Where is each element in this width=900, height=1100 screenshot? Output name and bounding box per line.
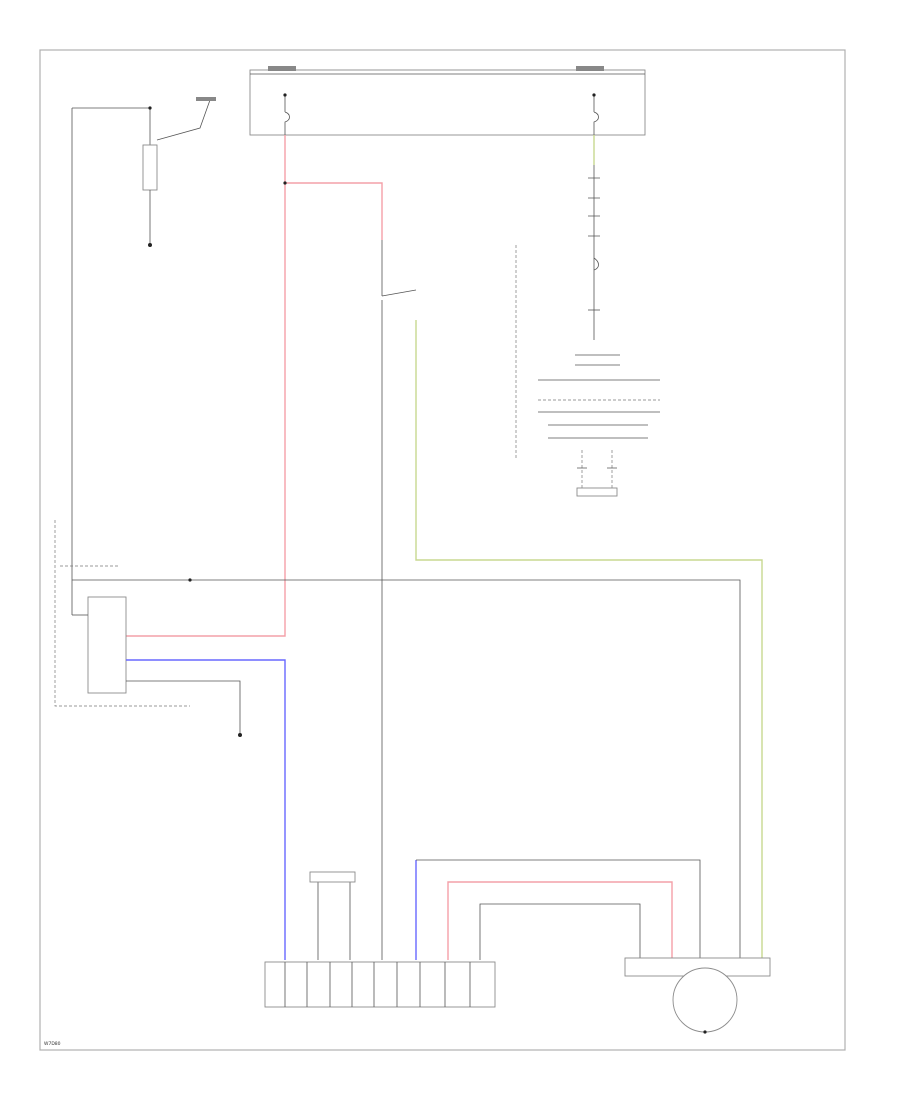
wire-light-gray-top [416,859,701,960]
relay-switch-contact [381,289,417,297]
wire-gray-horizontal [72,579,741,960]
fuse-box [249,69,646,136]
fuse-left-symbol [284,95,290,135]
bottom-connector [264,961,496,1008]
right-column-inline-symbol [593,257,599,271]
wire-red-bottom [447,881,673,960]
wire-bottom-pair [317,880,351,960]
right-column-connectors [588,177,600,237]
right-switch [576,487,618,497]
diagram-frame [39,49,846,1051]
connector-pin-dividers [284,962,471,1007]
bottom-switch-module [309,871,356,883]
fuse-box-tab-right [576,66,604,71]
motor [672,967,738,1033]
wire-red-branch [285,182,383,240]
wire-blue [126,659,286,960]
wire-yellow [415,320,763,960]
wire-light-gray-bottom [479,903,641,960]
wire-ground-control [126,680,241,735]
wire-red-main [125,135,286,637]
controller-dash-boundary [54,520,190,707]
switch-legs [581,450,613,490]
control-module [87,596,127,694]
wire-to-top-connector [156,99,211,141]
fuse-box-tab-left [268,66,296,71]
top-connector [196,97,216,101]
footer-label: W7D80 [44,1041,61,1047]
fuse-right-symbol [593,95,599,135]
left-switch [142,144,158,191]
